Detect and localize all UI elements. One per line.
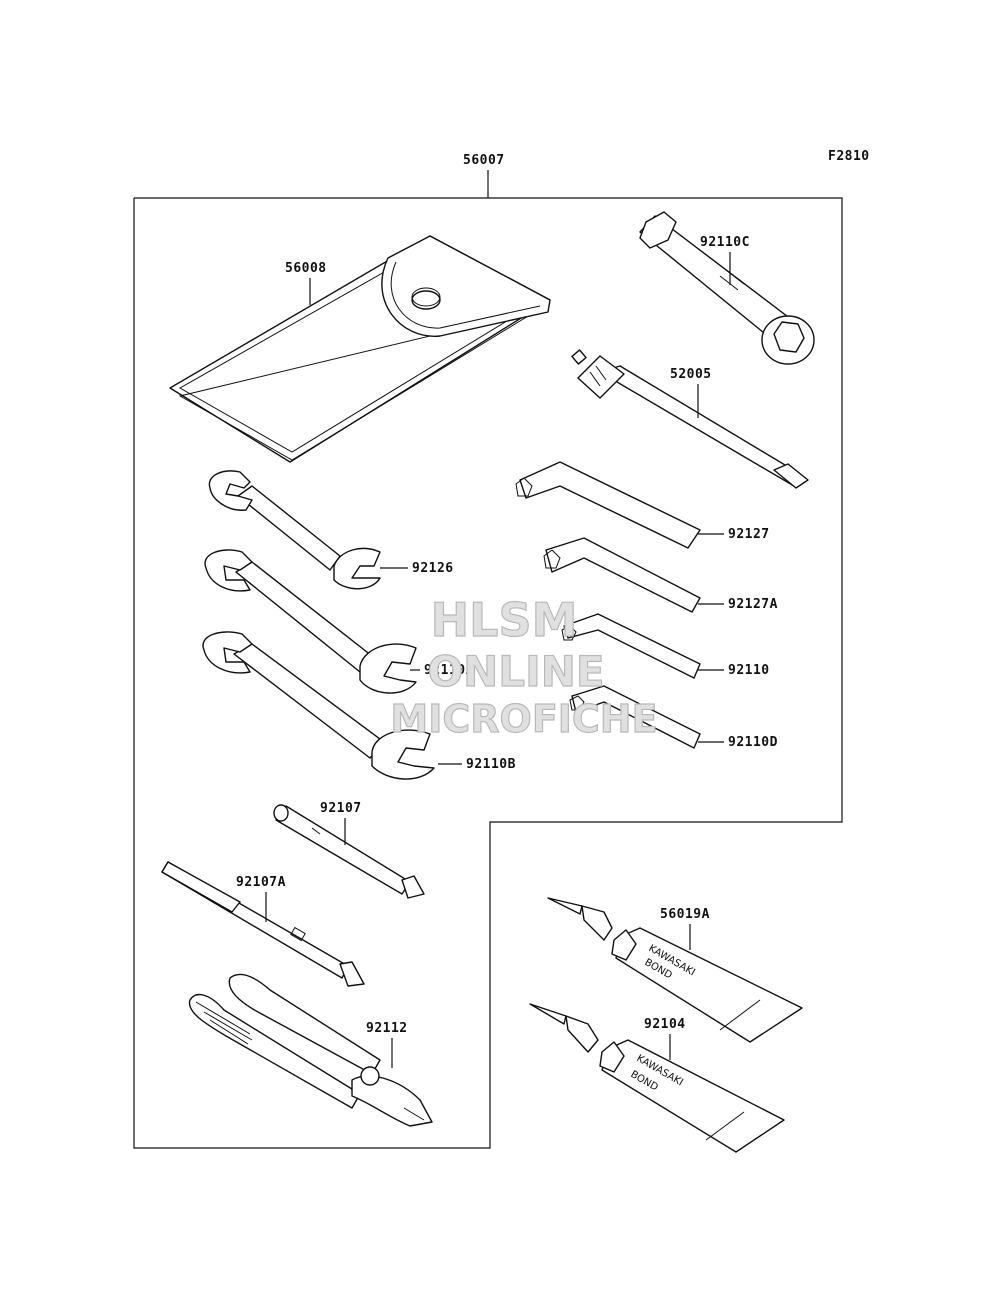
hex-key-92110 bbox=[561, 613, 701, 679]
plug-wrench bbox=[639, 211, 815, 365]
label-92110A: 92110A bbox=[424, 663, 474, 678]
pliers-92112 bbox=[188, 973, 433, 1127]
wrench-92126 bbox=[208, 470, 381, 590]
wrench-92110A bbox=[204, 549, 417, 694]
label-92127: 92127 bbox=[728, 527, 770, 542]
label-92104: 92104 bbox=[644, 1017, 686, 1032]
label-92107: 92107 bbox=[320, 801, 362, 816]
label-92110B: 92110B bbox=[466, 757, 516, 772]
figure-code: F2810 bbox=[828, 149, 870, 164]
kit-label: 56007 bbox=[463, 153, 505, 168]
label-92110C: 92110C bbox=[700, 235, 750, 250]
screwdriver-handle-92107A bbox=[161, 861, 365, 987]
label-92112: 92112 bbox=[366, 1021, 408, 1036]
watermark-line-2: ONLINE bbox=[427, 647, 604, 696]
label-56019A: 56019A bbox=[660, 907, 710, 922]
hex-key-92127 bbox=[515, 461, 701, 549]
kit-boundary bbox=[133, 197, 843, 1149]
label-92110: 92110 bbox=[728, 663, 770, 678]
hex-key-92127A bbox=[543, 537, 701, 613]
label-92110D: 92110D bbox=[728, 735, 778, 750]
label-92107A: 92107A bbox=[236, 875, 286, 890]
label-92127A: 92127A bbox=[728, 597, 778, 612]
screwdriver-bit-92107 bbox=[273, 804, 425, 899]
hex-key-92110D bbox=[569, 685, 701, 749]
label-56008: 56008 bbox=[285, 261, 327, 276]
bond-tube-56019A: KAWASAKI BOND bbox=[547, 897, 803, 1043]
watermark-line-1: HLSM bbox=[431, 593, 578, 647]
screwdriver-tool bbox=[571, 349, 809, 489]
tool-pouch bbox=[169, 235, 551, 463]
label-92126: 92126 bbox=[412, 561, 454, 576]
label-52005: 52005 bbox=[670, 367, 712, 382]
wrench-92110B bbox=[202, 631, 435, 780]
watermark-line-3: MICROFICHE bbox=[390, 697, 657, 741]
